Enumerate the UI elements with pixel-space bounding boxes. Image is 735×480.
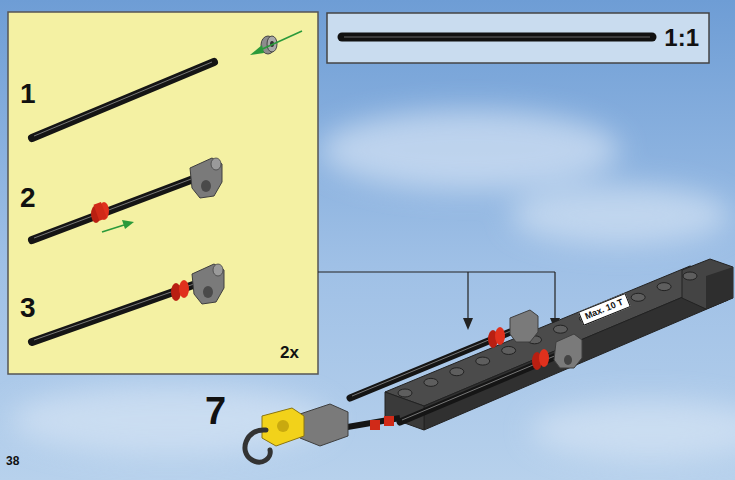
scale-label: 1:1 xyxy=(664,26,699,50)
step-number: 2 xyxy=(20,184,36,212)
step-number: 7 xyxy=(205,392,226,430)
step-2-parts xyxy=(32,158,222,240)
stud xyxy=(553,325,567,333)
step-1-parts xyxy=(32,31,302,138)
stud xyxy=(450,368,464,376)
step-number: 3 xyxy=(20,294,36,322)
stud xyxy=(476,357,490,365)
step-number: 1 xyxy=(20,80,36,108)
leader-lines xyxy=(318,272,555,320)
axle-groove xyxy=(344,36,650,37)
axle-assemblies xyxy=(350,310,582,422)
stud xyxy=(657,283,671,291)
stud xyxy=(631,293,645,301)
arrow-head xyxy=(463,318,473,330)
stud xyxy=(502,346,516,354)
axle-scale xyxy=(342,33,652,42)
step-3-parts xyxy=(32,264,224,342)
hook-assembly xyxy=(245,404,400,462)
page-number: 38 xyxy=(6,455,19,467)
sub-assembly-panel: 1 2 3 2x xyxy=(8,12,318,374)
sub-assembly-panel xyxy=(8,12,318,374)
stud xyxy=(683,272,697,280)
stud xyxy=(398,389,412,397)
scale-box xyxy=(327,13,709,63)
scale-box: 1:1 xyxy=(327,13,709,63)
crane-boom xyxy=(385,259,733,430)
quantity-label: 2x xyxy=(280,344,299,361)
stud xyxy=(424,378,438,386)
